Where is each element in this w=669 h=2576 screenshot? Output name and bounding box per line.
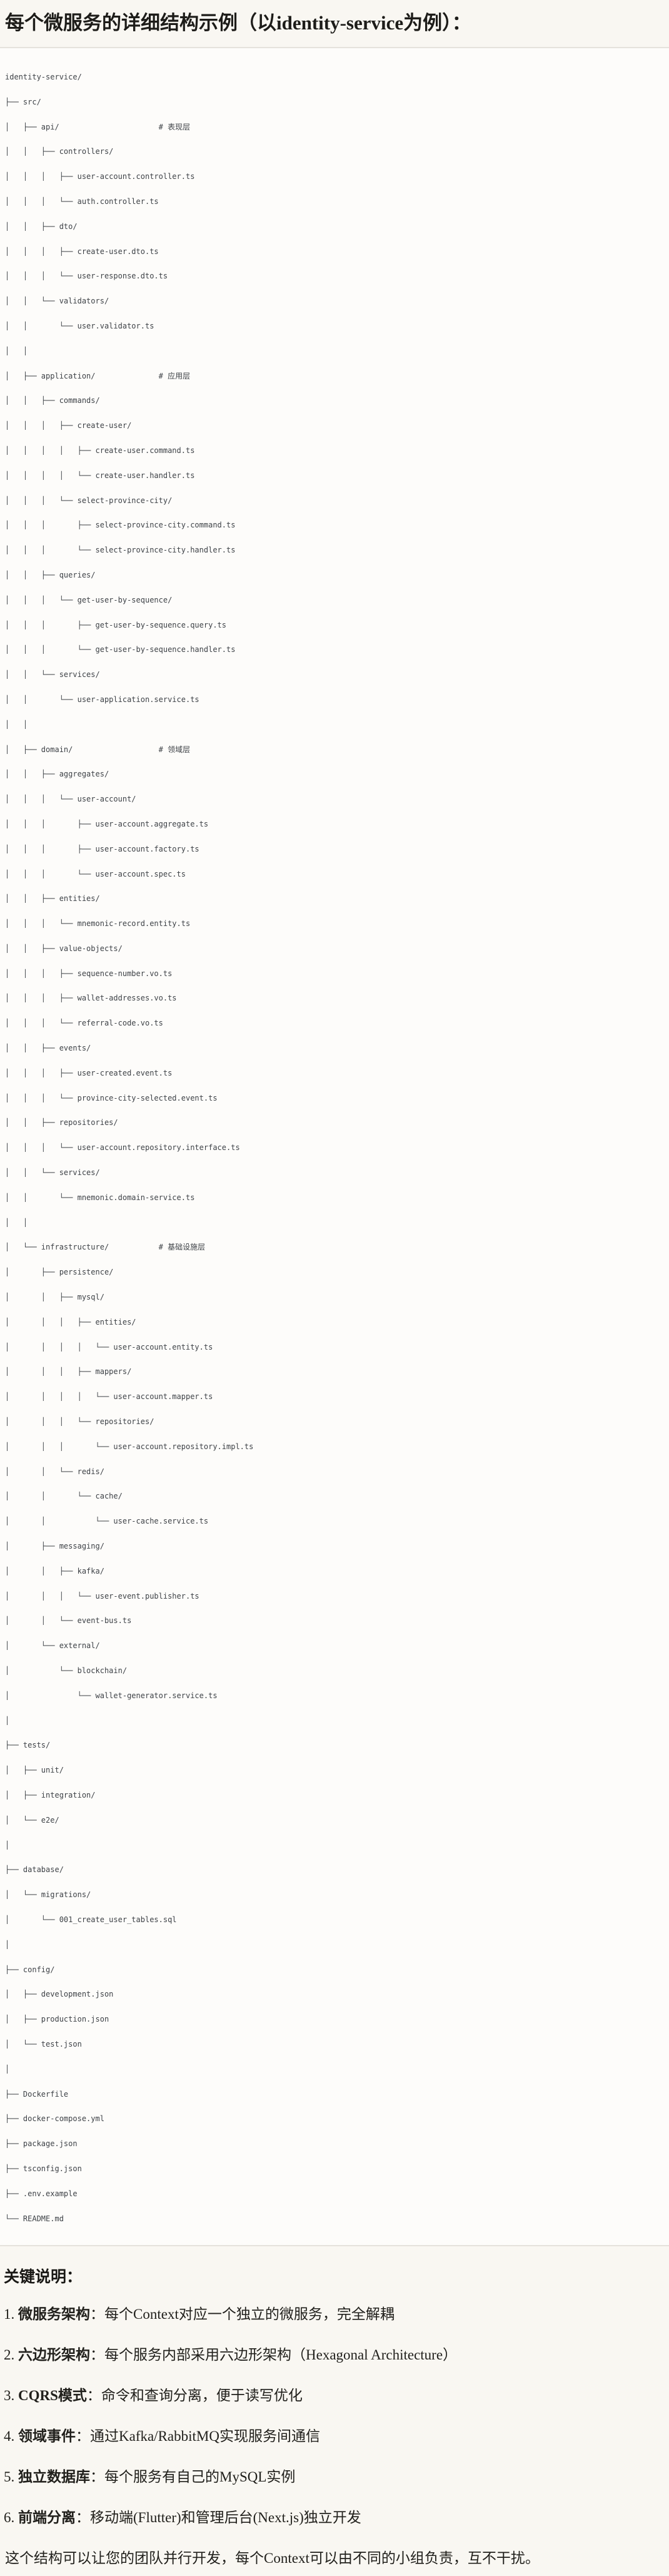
note-label: 独立数据库 <box>18 2469 90 2485</box>
directory-tree-block: identity-service/ ├── src/ │ ├── api/ # … <box>0 47 669 2247</box>
note-label: 领域事件 <box>18 2428 76 2445</box>
note-item-6: 6. 前端分离：移动端(Flutter)和管理后台(Next.js)独立开发 <box>4 2507 665 2528</box>
note-text: ：每个Context对应一个独立的微服务，完全解耦 <box>90 2306 395 2323</box>
note-item-4: 4. 领域事件：通过Kafka/RabbitMQ实现服务间通信 <box>4 2426 665 2447</box>
note-label: CQRS模式 <box>18 2388 87 2404</box>
note-item-1: 1. 微服务架构：每个Context对应一个独立的微服务，完全解耦 <box>4 2304 665 2325</box>
page-title: 每个微服务的详细结构示例（以identity-service为例）： <box>5 12 471 34</box>
note-number: 3. <box>4 2388 15 2404</box>
note-label: 六边形架构 <box>18 2347 90 2363</box>
note-label: 前端分离 <box>18 2510 76 2526</box>
note-item-2: 2. 六边形架构：每个服务内部采用六边形架构（Hexagonal Archite… <box>4 2344 665 2366</box>
note-number: 4. <box>4 2428 15 2445</box>
closing-paragraph: 这个结构可以让您的团队并行开发，每个Context可以由不同的小组负责，互不干扰… <box>5 2550 540 2567</box>
key-notes-section: 关键说明： 1. 微服务架构：每个Context对应一个独立的微服务，完全解耦 … <box>0 2266 669 2569</box>
note-number: 1. <box>4 2306 15 2323</box>
directory-tree: identity-service/ ├── src/ │ ├── api/ # … <box>5 73 254 2223</box>
note-text: ：命令和查询分离，便于读写优化 <box>86 2388 303 2404</box>
note-item-3: 3. CQRS模式：命令和查询分离，便于读写优化 <box>4 2385 665 2406</box>
note-number: 6. <box>4 2510 15 2526</box>
notes-heading: 关键说明： <box>4 2269 83 2286</box>
note-text: ：每个服务有自己的MySQL实例 <box>90 2469 296 2485</box>
note-label: 微服务架构 <box>18 2306 90 2323</box>
note-text: ：每个服务内部采用六边形架构（Hexagonal Architecture） <box>90 2347 458 2363</box>
note-text: ：移动端(Flutter)和管理后台(Next.js)独立开发 <box>76 2510 361 2526</box>
note-number: 5. <box>4 2469 15 2485</box>
note-text: ：通过Kafka/RabbitMQ实现服务间通信 <box>76 2428 320 2445</box>
note-number: 2. <box>4 2347 15 2363</box>
note-item-5: 5. 独立数据库：每个服务有自己的MySQL实例 <box>4 2467 665 2488</box>
